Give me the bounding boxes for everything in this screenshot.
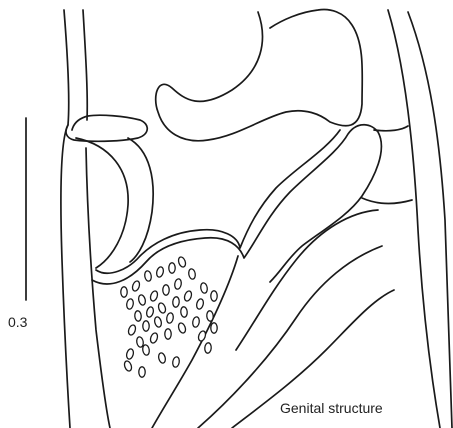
egg bbox=[121, 287, 127, 297]
egg bbox=[143, 321, 149, 331]
egg bbox=[206, 311, 213, 322]
egg bbox=[180, 307, 187, 318]
egg bbox=[134, 311, 141, 322]
egg bbox=[169, 263, 175, 273]
egg bbox=[211, 291, 217, 301]
egg bbox=[204, 343, 211, 354]
egg bbox=[211, 323, 217, 333]
scale-bar-label: 0.3 bbox=[8, 314, 28, 330]
egg bbox=[165, 329, 171, 339]
egg bbox=[139, 367, 145, 377]
caption: Genital structure bbox=[280, 400, 383, 416]
egg bbox=[163, 285, 169, 295]
egg bbox=[172, 297, 179, 308]
